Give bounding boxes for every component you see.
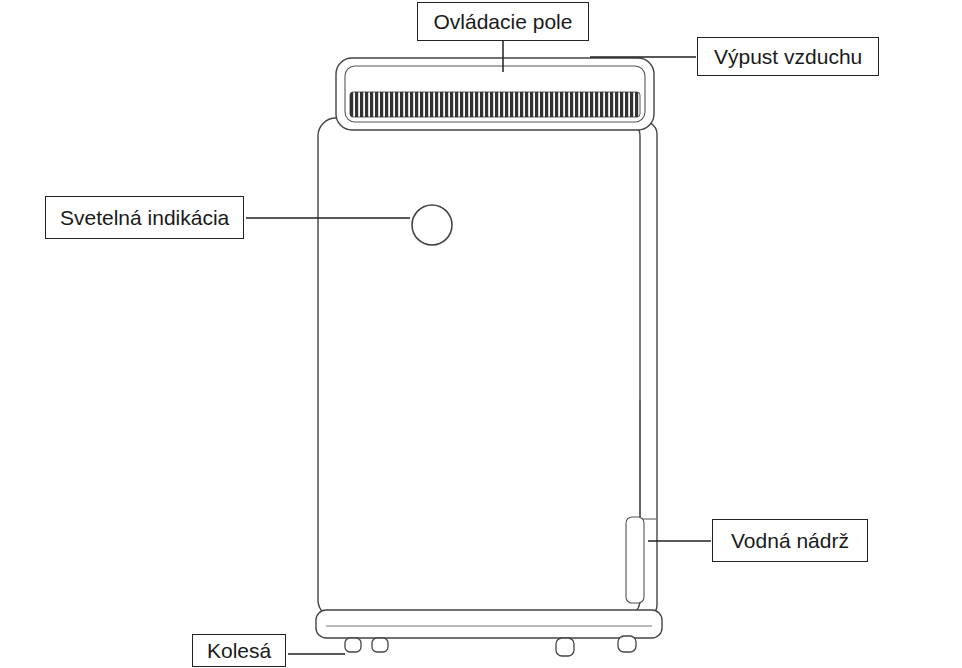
part-label: Výpust vzduchu xyxy=(714,44,862,69)
tank-seam xyxy=(640,400,656,519)
leader-lines xyxy=(246,41,711,654)
label-box: Ovládacie pole xyxy=(417,2,590,41)
base xyxy=(316,610,662,638)
tank-handle xyxy=(626,517,644,603)
front-body xyxy=(318,118,640,618)
wheels xyxy=(345,636,636,656)
light-indicator xyxy=(412,205,452,245)
label-box: Vodná nádrž xyxy=(712,519,868,562)
base-line xyxy=(326,626,652,627)
control-panel xyxy=(345,66,645,122)
air-grille xyxy=(350,92,640,117)
label-box: Výpust vzduchu xyxy=(697,37,879,76)
top-rim xyxy=(336,58,654,130)
label-box: Svetelná indikácia xyxy=(45,196,244,239)
part-label: Kolesá xyxy=(207,638,271,663)
part-label: Vodná nádrž xyxy=(731,528,849,553)
part-label: Ovládacie pole xyxy=(434,9,573,34)
label-box: Kolesá xyxy=(192,634,286,667)
part-label: Svetelná indikácia xyxy=(60,205,229,230)
